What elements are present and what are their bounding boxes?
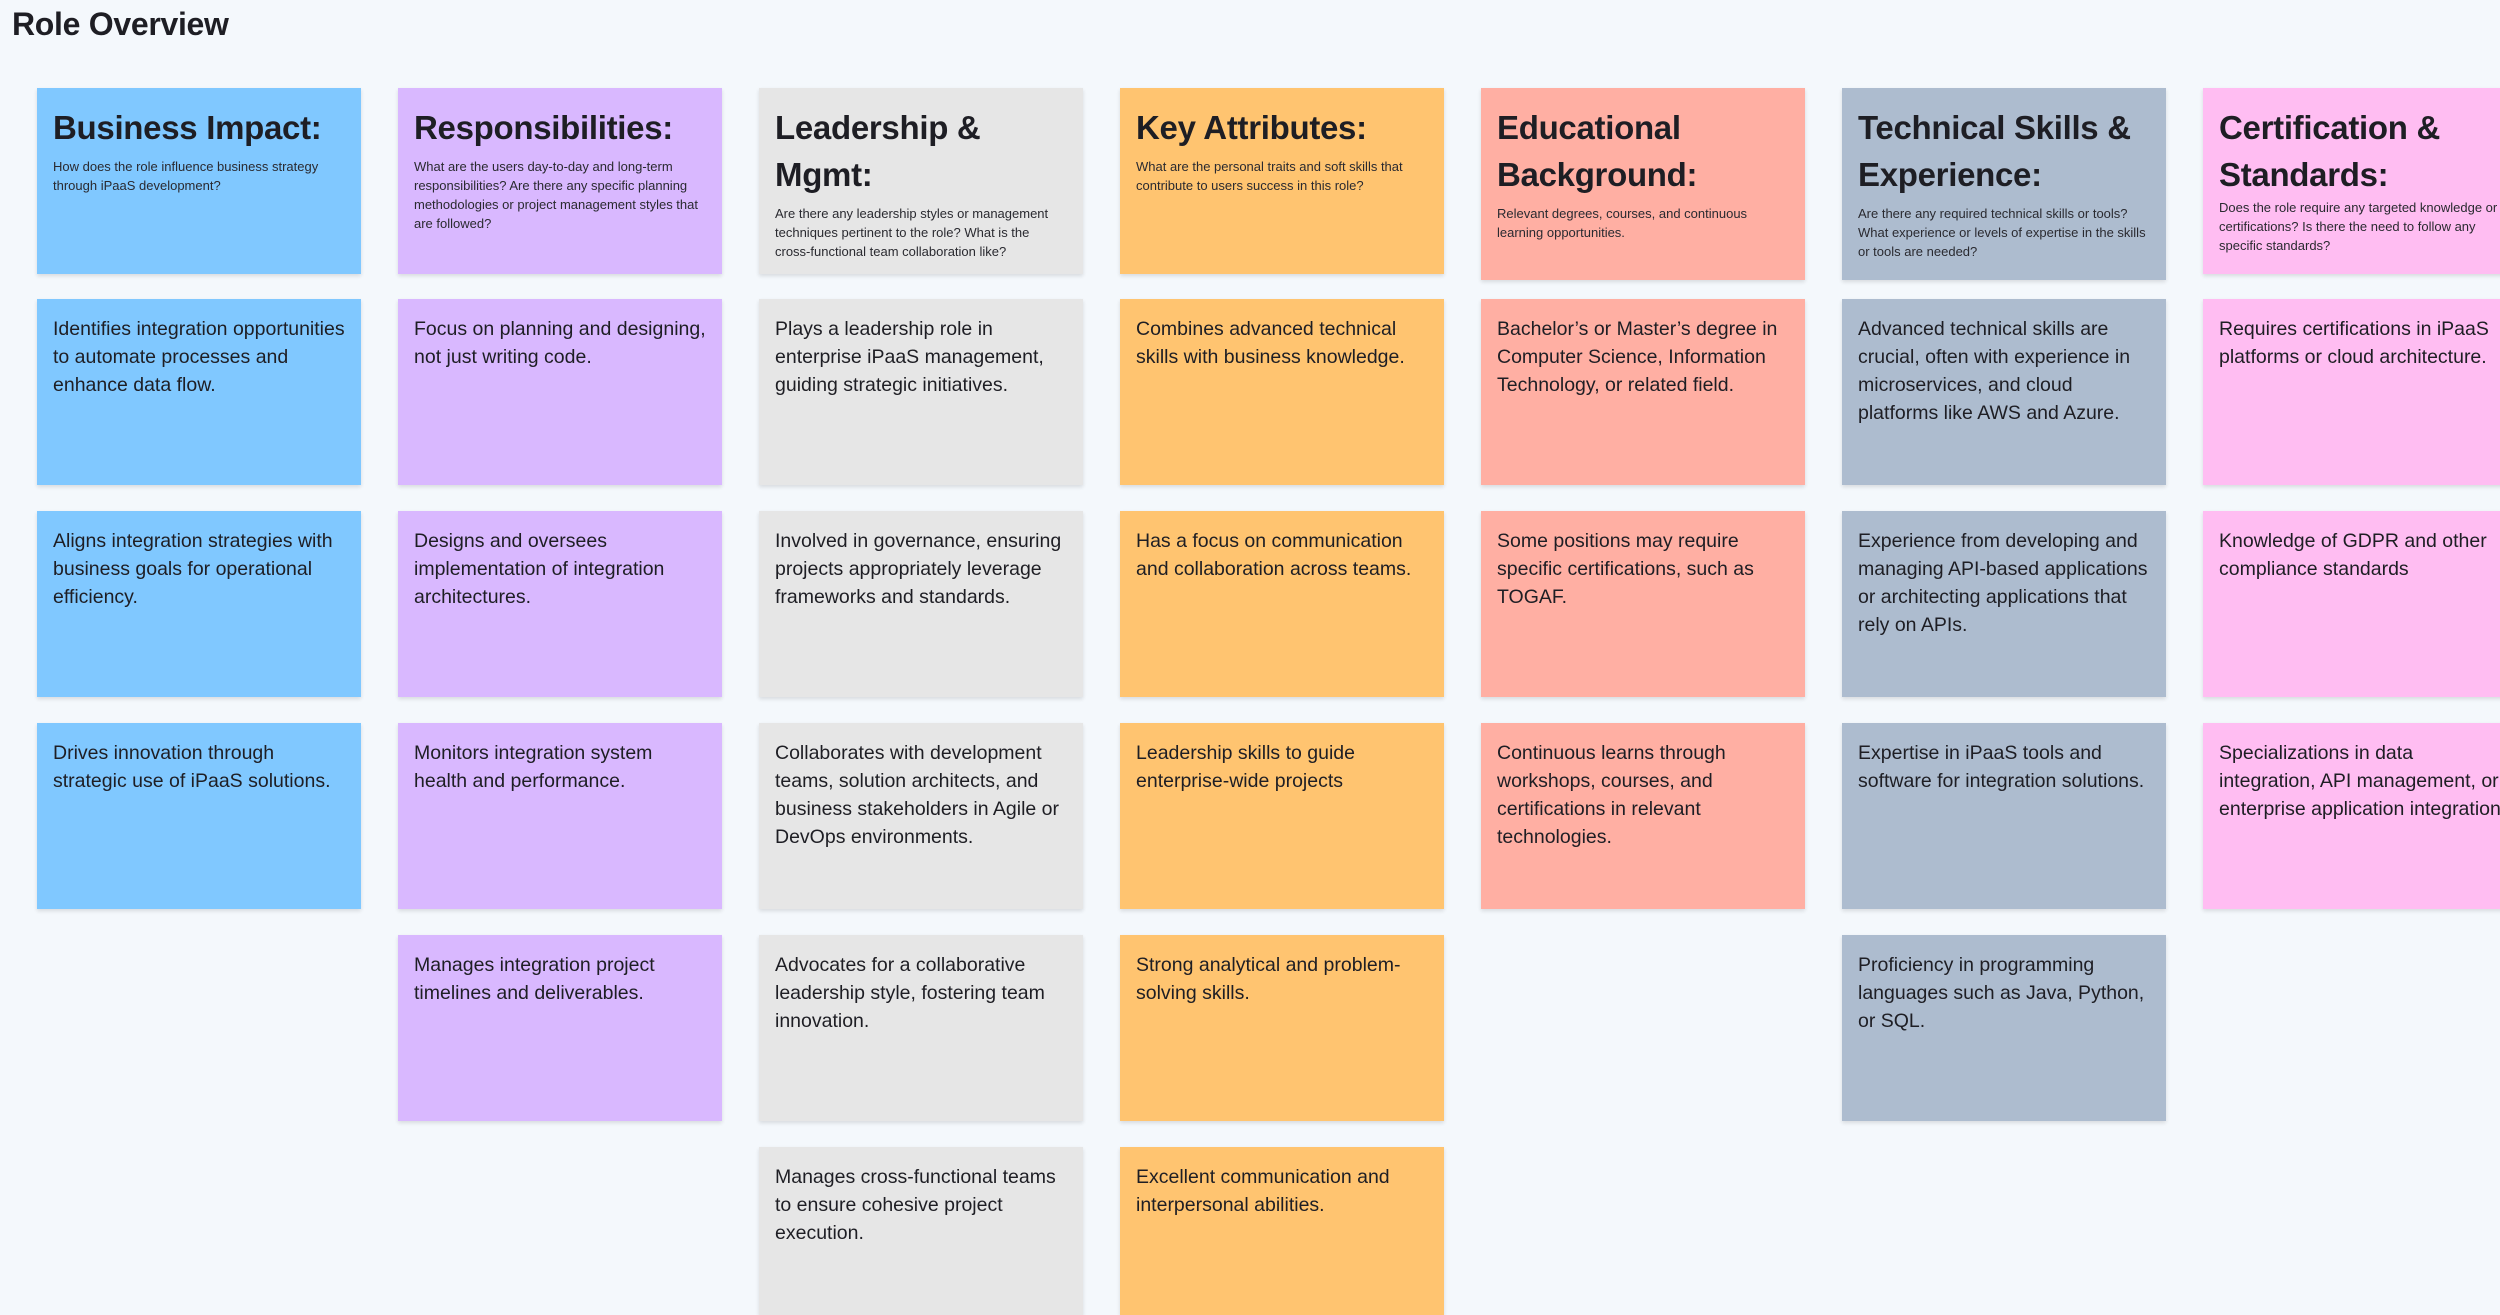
sticky-note-text: Focus on planning and designing, not jus… <box>414 318 706 368</box>
column-description: What are the personal traits and soft sk… <box>1136 159 1403 193</box>
sticky-note[interactable]: Advocates for a collaborative leadership… <box>759 935 1083 1121</box>
sticky-note[interactable]: Identifies integration opportunities to … <box>37 299 361 485</box>
sticky-note[interactable]: Continuous learns through workshops, cou… <box>1481 723 1805 909</box>
sticky-note[interactable]: Manages cross-functional teams to ensure… <box>759 1147 1083 1315</box>
sticky-note-text: Collaborates with development teams, sol… <box>775 742 1059 848</box>
sticky-note-text: Knowledge of GDPR and other compliance s… <box>2219 530 2487 580</box>
sticky-note[interactable]: Expertise in iPaaS tools and software fo… <box>1842 723 2166 909</box>
sticky-note[interactable]: Designs and oversees implementation of i… <box>398 511 722 697</box>
sticky-note-text: Experience from developing and managing … <box>1858 530 2148 636</box>
sticky-note-text: Plays a leadership role in enterprise iP… <box>775 318 1044 396</box>
sticky-note-text: Designs and oversees implementation of i… <box>414 530 665 608</box>
sticky-note[interactable]: Strong analytical and problem-solving sk… <box>1120 935 1444 1121</box>
sticky-note[interactable]: Has a focus on communication and collabo… <box>1120 511 1444 697</box>
sticky-note-text: Some positions may require specific cert… <box>1497 530 1754 608</box>
sticky-note-text: Manages integration project timelines an… <box>414 954 655 1004</box>
sticky-note[interactable]: Proficiency in programming languages suc… <box>1842 935 2166 1121</box>
sticky-note-text: Proficiency in programming languages suc… <box>1858 954 2145 1032</box>
sticky-note-text: Excellent communication and interpersona… <box>1136 1166 1390 1216</box>
sticky-note-text: Involved in governance, ensuring project… <box>775 530 1062 608</box>
header-sticky-leadership-mgmt[interactable]: Leadership & Mgmt: Are there any leadersh… <box>759 88 1083 274</box>
column-description: Are there any required technical skills … <box>1858 206 2146 259</box>
sticky-note-text: Aligns integration strategies with busin… <box>53 530 333 608</box>
sticky-note[interactable]: Experience from developing and managing … <box>1842 511 2166 697</box>
sticky-note[interactable]: Advanced technical skills are crucial, o… <box>1842 299 2166 485</box>
column-title: Business Impact: <box>53 109 322 146</box>
sticky-note-text: Bachelor’s or Master’s degree in Compute… <box>1497 318 1778 396</box>
sticky-note[interactable]: Excellent communication and interpersona… <box>1120 1147 1444 1315</box>
column-description: Does the role require any targeted knowl… <box>2219 200 2498 253</box>
sticky-note[interactable]: Bachelor’s or Master’s degree in Compute… <box>1481 299 1805 485</box>
column-description: Relevant degrees, courses, and continuou… <box>1497 206 1748 240</box>
sticky-note-text: Has a focus on communication and collabo… <box>1136 530 1412 580</box>
header-sticky-key-attributes[interactable]: Key Attributes: What are the personal tra… <box>1120 88 1444 274</box>
sticky-note-text: Advanced technical skills are crucial, o… <box>1858 318 2131 424</box>
sticky-note[interactable]: Specializations in data integration, API… <box>2203 723 2500 909</box>
sticky-note-text: Requires certifications in iPaaS platfor… <box>2219 318 2489 368</box>
sticky-note-text: Manages cross-functional teams to ensure… <box>775 1166 1056 1244</box>
sticky-note[interactable]: Manages integration project timelines an… <box>398 935 722 1121</box>
sticky-note[interactable]: Leadership skills to guide enterprise-wi… <box>1120 723 1444 909</box>
sticky-note-text: Monitors integration system health and p… <box>414 742 653 792</box>
column-title: Responsibilities: <box>414 109 673 146</box>
column-title: Certification & Standards: <box>2219 109 2441 193</box>
column-title: Technical Skills & Experience: <box>1858 109 2131 193</box>
header-sticky-business-impact[interactable]: Business Impact: How does the role influe… <box>37 88 361 274</box>
sticky-note-text: Identifies integration opportunities to … <box>53 318 345 396</box>
sticky-note-text: Strong analytical and problem-solving sk… <box>1136 954 1401 1004</box>
sticky-note-text: Continuous learns through workshops, cou… <box>1497 742 1726 848</box>
sticky-note[interactable]: Aligns integration strategies with busin… <box>37 511 361 697</box>
sticky-note[interactable]: Drives innovation through strategic use … <box>37 723 361 909</box>
sticky-note[interactable]: Involved in governance, ensuring project… <box>759 511 1083 697</box>
column-title: Key Attributes: <box>1136 109 1367 146</box>
sticky-note[interactable]: Collaborates with development teams, sol… <box>759 723 1083 909</box>
column-description: What are the users day-to-day and long-t… <box>414 159 698 231</box>
column-title: Leadership & Mgmt: <box>775 109 981 193</box>
header-sticky-educational-background[interactable]: Educational Background: Relevant degrees,… <box>1481 88 1805 280</box>
page-title: Role Overview <box>12 6 229 42</box>
sticky-note-text: Leadership skills to guide enterprise-wi… <box>1136 742 1355 792</box>
sticky-note[interactable]: Plays a leadership role in enterprise iP… <box>759 299 1083 485</box>
sticky-note[interactable]: Requires certifications in iPaaS platfor… <box>2203 299 2500 485</box>
sticky-note[interactable]: Monitors integration system health and p… <box>398 723 722 909</box>
sticky-note-text: Drives innovation through strategic use … <box>53 742 331 792</box>
column-title: Educational Background: <box>1497 109 1698 193</box>
sticky-note[interactable]: Focus on planning and designing, not jus… <box>398 299 722 485</box>
column-description: How does the role influence business str… <box>53 159 319 193</box>
sticky-note-text: Expertise in iPaaS tools and software fo… <box>1858 742 2145 792</box>
header-sticky-technical-skills[interactable]: Technical Skills & Experience: Are there … <box>1842 88 2166 280</box>
sticky-note-text: Specializations in data integration, API… <box>2219 742 2500 820</box>
header-sticky-responsibilities[interactable]: Responsibilities: What are the users day-… <box>398 88 722 274</box>
header-sticky-certification-standards[interactable]: Certification & Standards: Does the role … <box>2203 88 2500 274</box>
sticky-note[interactable]: Combines advanced technical skills with … <box>1120 299 1444 485</box>
column-description: Are there any leadership styles or manag… <box>775 206 1049 259</box>
sticky-note-text: Combines advanced technical skills with … <box>1136 318 1405 368</box>
sticky-note[interactable]: Knowledge of GDPR and other compliance s… <box>2203 511 2500 697</box>
sticky-note-text: Advocates for a collaborative leadership… <box>775 954 1045 1032</box>
sticky-note[interactable]: Some positions may require specific cert… <box>1481 511 1805 697</box>
